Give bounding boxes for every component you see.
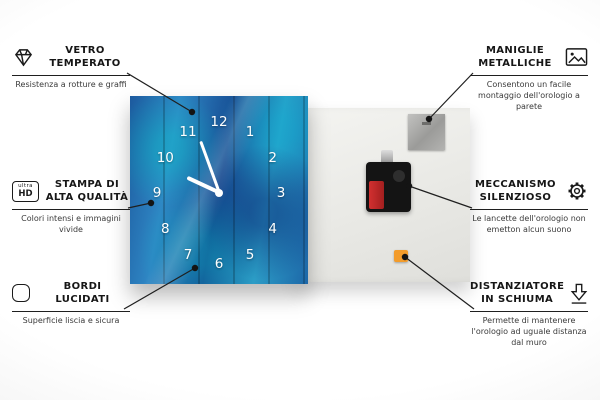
movement-dial (393, 170, 405, 182)
callout-subtitle: Resistenza a rotture e graffi (15, 80, 127, 89)
callout-subtitle: Consentono un facile montaggio dell'orol… (478, 80, 580, 111)
clock-number: 12 (210, 114, 228, 130)
clock-number: 4 (268, 220, 277, 237)
callout-title: DISTANZIATORE IN SCHIUMA (470, 281, 565, 305)
callout-subtitle: Superficie liscia e sicura (22, 316, 120, 325)
gear-icon (566, 180, 588, 202)
clock-number: 8 (161, 220, 170, 237)
foam-spacer (394, 250, 408, 262)
ultra-hd-icon: ultra HD (12, 180, 39, 202)
clock-center-cap (215, 189, 223, 197)
clock-number: 6 (214, 256, 224, 272)
clock-number: 11 (179, 123, 197, 140)
callout-subtitle: Permette di mantenere l'orologio ad ugua… (471, 316, 587, 347)
callout-title: STAMPA DI ALTA QUALITÀ (45, 179, 129, 203)
metal-hook (381, 150, 393, 165)
callout-maniglie-metalliche: MANIGLIE METALLICHE Consentono un facile… (470, 44, 588, 112)
clock-number: 5 (245, 246, 255, 263)
down-arrow-icon (569, 282, 589, 305)
callout-distanziatore-in-schiuma: DISTANZIATORE IN SCHIUMA Permette di man… (470, 280, 588, 348)
callout-subtitle: Colori intensi e immagini vivide (21, 214, 121, 234)
clock-number: 3 (276, 185, 286, 201)
callout-title: BORDI LUCIDATI (55, 281, 110, 305)
ultra-hd-icon-text-bottom: HD (18, 188, 33, 199)
ultra-hd-icon-text-top: ultra (18, 183, 33, 189)
clock-number: 10 (156, 149, 174, 166)
callout-subtitle: Le lancette dell'orologio non emetton al… (472, 214, 586, 234)
clock-number: 7 (183, 246, 193, 263)
clock-movement (366, 162, 411, 212)
clock-number: 9 (152, 185, 162, 201)
callout-vetro-temperato: VETRO TEMPERATO Resistenza a rotture e g… (12, 44, 130, 91)
callout-title: MECCANISMO SILENZIOSO (475, 179, 556, 203)
diamond-icon (12, 47, 35, 68)
callout-bordi-lucidati: BORDI LUCIDATI Superficie liscia e sicur… (12, 280, 130, 327)
callout-title: VETRO TEMPERATO (49, 45, 121, 69)
callout-stampa-alta-qualita: ultra HD STAMPA DI ALTA QUALITÀ Colori i… (12, 178, 130, 236)
rounded-corners-icon (12, 284, 30, 302)
clock-number: 1 (245, 123, 255, 140)
callout-meccanismo-silenzioso: MECCANISMO SILENZIOSO (470, 178, 588, 236)
callout-title: MANIGLIE METALLICHE (478, 45, 552, 69)
clock-back-panel (297, 108, 470, 282)
metal-hanger-plate (408, 114, 445, 150)
battery (369, 181, 384, 209)
clock-number: 2 (268, 149, 277, 166)
hanger-slot (422, 122, 431, 125)
picture-frame-icon (565, 47, 588, 67)
